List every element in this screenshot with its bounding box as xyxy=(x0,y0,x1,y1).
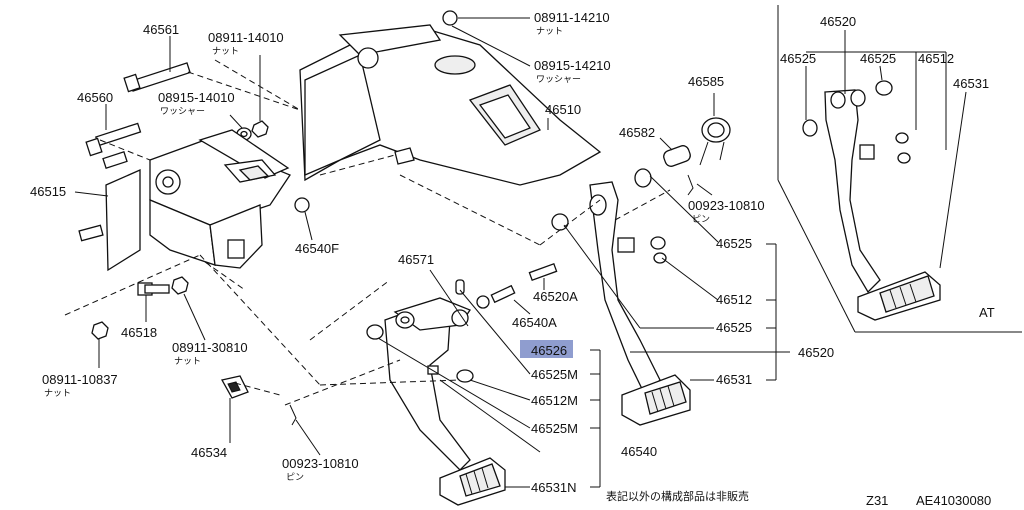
label-08911-30810: 08911-30810 xyxy=(172,340,248,355)
label-46540F: 46540F xyxy=(295,241,339,256)
label-46520: 46520 xyxy=(798,345,834,360)
nut-08911-30810 xyxy=(171,276,189,295)
label-46526: 46526 xyxy=(531,343,567,358)
label-46512M: 46512M xyxy=(531,393,578,408)
nut-08911-14010 xyxy=(251,120,269,138)
label-46525-a: 46525 xyxy=(716,236,752,251)
bracket-46515 xyxy=(78,129,291,272)
bolt-46561 xyxy=(123,62,191,93)
pin-00923-10810-b xyxy=(687,174,694,196)
label-at-title: AT xyxy=(979,305,995,320)
label-08911-10837: 08911-10837 xyxy=(42,372,118,387)
pin-46520A xyxy=(528,262,558,282)
label-at-46525-b: 46525 xyxy=(860,51,896,66)
spring-46585 xyxy=(699,117,731,166)
clutch-pedal-46540 xyxy=(366,279,474,471)
bolt-46560 xyxy=(85,122,142,157)
pedal-pad-46531 xyxy=(621,374,691,426)
leader-lines xyxy=(74,17,967,488)
brake-pedal-46520 xyxy=(551,168,667,397)
label-08915-14010: 08915-14010 xyxy=(158,90,235,105)
footer-note: 表記以外の構成部品は非販売 xyxy=(606,489,749,503)
label-46571: 46571 xyxy=(398,252,434,267)
label-46531N: 46531N xyxy=(531,480,577,495)
label-nut-10837: ナット xyxy=(44,388,71,399)
footer-code: AE41030080 xyxy=(916,493,991,508)
label-nut-30810: ナット xyxy=(174,356,201,367)
dashed-guides xyxy=(64,59,671,406)
label-00923-10810-b: 00923-10810 xyxy=(688,198,765,213)
label-46520A: 46520A xyxy=(533,289,578,304)
label-46561: 46561 xyxy=(143,22,179,37)
label-at-46531: 46531 xyxy=(953,76,989,91)
label-46585: 46585 xyxy=(688,74,724,89)
at-inset-frame xyxy=(777,5,1022,333)
label-46525-b: 46525 xyxy=(716,320,752,335)
highlight-46526 xyxy=(520,340,573,358)
grommet-46540F xyxy=(294,197,310,213)
pin-00923-10810-a xyxy=(289,404,297,426)
pedal-pad-46531N xyxy=(439,457,506,506)
label-washer-14210: ワッシャー xyxy=(536,75,581,85)
label-46525M-a: 46525M xyxy=(531,367,578,382)
label-46540: 46540 xyxy=(621,444,657,459)
label-46515: 46515 xyxy=(30,184,66,199)
pedal-bracket-46510 xyxy=(299,10,602,186)
label-46582: 46582 xyxy=(619,125,655,140)
label-08911-14010: 08911-14010 xyxy=(208,30,284,45)
label-at-46525-a: 46525 xyxy=(780,51,816,66)
label-08911-14210: 08911-14210 xyxy=(534,10,610,25)
at-pedal-pad xyxy=(857,271,941,321)
label-pin-a: ピン xyxy=(286,472,304,483)
label-46512-a: 46512 xyxy=(716,292,752,307)
label-nut-14210: ナット xyxy=(536,26,563,37)
bolt-46540A xyxy=(476,284,516,309)
label-46560: 46560 xyxy=(77,90,113,105)
label-at-46512: 46512 xyxy=(918,51,954,66)
bushing-46582 xyxy=(663,145,691,167)
nut-08911-10837 xyxy=(91,321,109,340)
label-46518: 46518 xyxy=(121,325,157,340)
label-00923-10810-a: 00923-10810 xyxy=(282,456,359,471)
label-46531: 46531 xyxy=(716,372,752,387)
clip-46534 xyxy=(221,375,249,399)
label-08915-14210: 08915-14210 xyxy=(534,58,611,73)
label-46534: 46534 xyxy=(191,445,227,460)
label-nut-14010: ナット xyxy=(212,46,239,57)
label-washer-14010: ワッシャー xyxy=(160,107,205,117)
label-at-46520: 46520 xyxy=(820,14,856,29)
label-46525M-b: 46525M xyxy=(531,421,578,436)
label-46510: 46510 xyxy=(545,102,581,117)
bolt-46518 xyxy=(137,282,170,296)
label-pin-b: ピン xyxy=(692,214,710,225)
at-brake-pedal xyxy=(802,80,911,294)
footer-model: Z31 xyxy=(866,493,888,508)
label-46540A: 46540A xyxy=(512,315,557,330)
